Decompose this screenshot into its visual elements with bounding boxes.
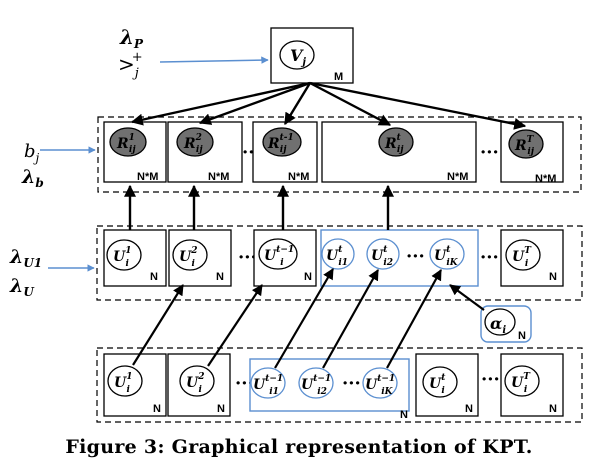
order-label: >j+ — [118, 50, 143, 81]
ub2-to-um3-arrow — [207, 284, 263, 367]
ub1-plate-label: N — [153, 403, 161, 415]
v-to-r3-arrow — [283, 82, 312, 126]
ub7-node — [504, 365, 540, 397]
r3-node — [262, 127, 302, 157]
ub1-to-um2-arrow — [132, 284, 184, 366]
b-label: bj — [24, 141, 40, 165]
um3-plate-label: N — [304, 271, 312, 283]
um2-plate-label: N — [216, 271, 224, 283]
v-to-r4-arrow — [309, 81, 392, 127]
um2-node — [172, 239, 208, 271]
ub2-node — [179, 365, 215, 397]
lambda-u1-label: λU1 — [9, 246, 42, 270]
v-plate-label: M — [334, 71, 343, 83]
ub-group-plate-label: N — [400, 409, 408, 421]
v-to-r5-arrow — [309, 81, 527, 130]
um-ellipsis-3: ··· — [480, 247, 499, 268]
um-ellipsis-1: ··· — [238, 247, 257, 268]
lambda-b-label: λb — [21, 166, 44, 190]
r2-node — [176, 127, 214, 157]
r1-plate-label: N*M — [137, 171, 158, 183]
ub3-node — [250, 367, 286, 399]
um6-node — [429, 238, 465, 270]
um1-node — [106, 239, 142, 271]
um5-node — [366, 238, 400, 270]
order-to-v-arrow — [159, 56, 269, 64]
r1-node — [109, 127, 147, 157]
v-node — [279, 40, 315, 70]
ub-ellipsis-3: ··· — [481, 369, 500, 390]
ub4-to-um5-arrow — [322, 269, 379, 369]
ub6-plate-label: N — [465, 403, 473, 415]
ub7-plate-label: N — [549, 403, 557, 415]
r5-node — [508, 129, 544, 159]
r-ellipsis-2: ··· — [480, 142, 499, 163]
um7-plate-label: N — [549, 271, 557, 283]
lambda-p-label: λP — [119, 25, 144, 51]
figure-caption: Figure 3: Graphical representation of KP… — [65, 436, 533, 458]
ub2-plate-label: N — [217, 403, 225, 415]
ub-ellipsis-1: ··· — [235, 373, 254, 394]
u-mid-layer-plate — [96, 225, 583, 301]
alpha-to-group-arrow — [449, 284, 485, 311]
v-node-label: Vj — [290, 46, 306, 68]
um3-node — [258, 238, 298, 270]
lambda-u-label: λU — [9, 275, 35, 299]
ub6-node — [422, 366, 458, 398]
u-transition-arrows — [132, 268, 442, 369]
r2-plate-label: N*M — [208, 171, 229, 183]
um4-node — [321, 238, 355, 270]
v-to-r1-arrow — [130, 81, 311, 126]
v-to-r2-arrow — [198, 81, 311, 125]
r-layer-plate — [97, 116, 582, 193]
ub4-node — [298, 367, 334, 399]
um7-node — [505, 239, 541, 271]
um1-plate-label: N — [150, 271, 158, 283]
alpha-label: αi — [490, 314, 506, 336]
r4-node — [378, 127, 414, 157]
um-ellipsis-2: ··· — [406, 246, 425, 267]
r5-plate-label: N*M — [535, 173, 556, 185]
u-bot-layer-plate — [96, 347, 583, 423]
ub5-to-um6-arrow — [386, 269, 442, 369]
ub1-node — [107, 365, 143, 397]
ub5-node — [362, 367, 398, 399]
alpha-node — [484, 308, 516, 336]
v-to-r-arrows — [130, 81, 527, 130]
ub3-to-um4-arrow — [274, 268, 334, 369]
ub-ellipsis-2: ··· — [342, 373, 361, 394]
alpha-plate-label: N — [518, 330, 526, 342]
u-to-r-arrows — [124, 184, 394, 230]
r4-plate-label: N*M — [447, 171, 468, 183]
r3-plate-label: N*M — [288, 171, 309, 183]
